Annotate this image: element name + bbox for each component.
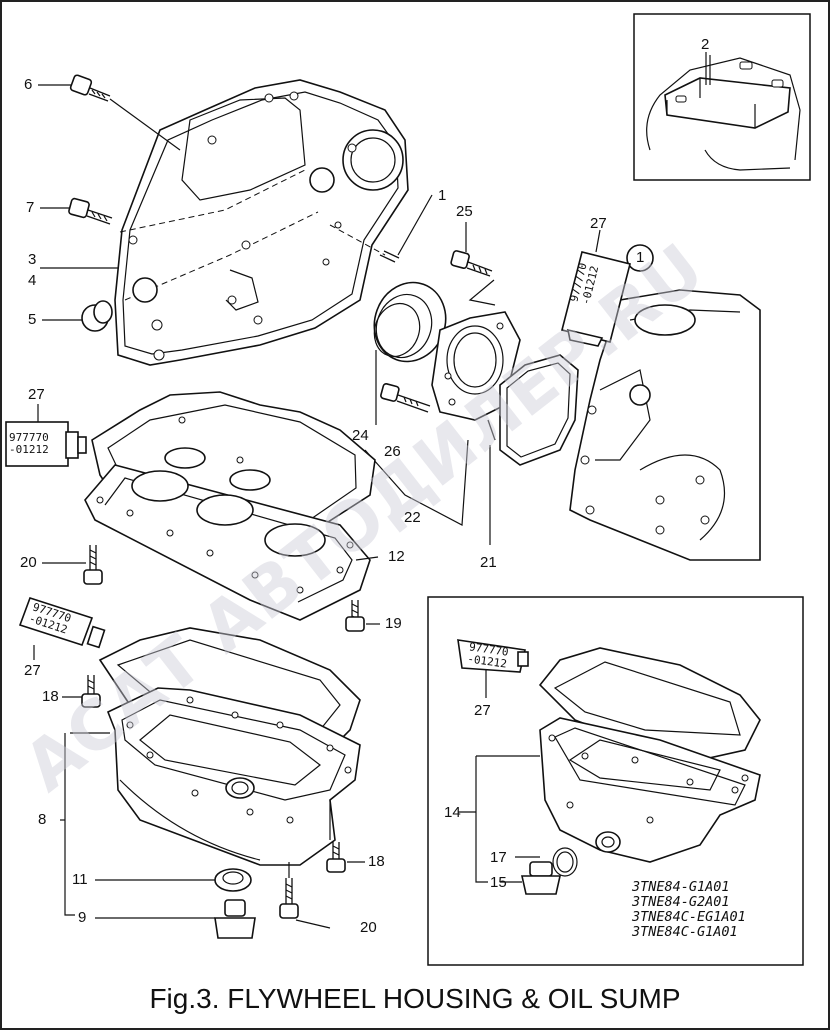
figure-caption: Fig.3. FLYWHEEL HOUSING & OIL SUMP xyxy=(149,983,681,1014)
oil-pan-8 xyxy=(60,627,361,916)
part-label-11: 11 xyxy=(72,871,88,888)
bolt-18-left xyxy=(81,675,101,708)
bolt-20-lower xyxy=(279,862,331,929)
part-label-2: 2 xyxy=(701,36,710,53)
part-label-22: 22 xyxy=(404,509,421,526)
part-label-27-top: 27 xyxy=(590,215,607,232)
part-label-26: 26 xyxy=(384,443,401,460)
bolt-19 xyxy=(345,600,380,632)
part-label-27-left: 27 xyxy=(28,386,45,403)
part-label-20-lower: 20 xyxy=(360,919,377,936)
oil-pan-frame-12 xyxy=(84,391,379,621)
inset-box-bottom xyxy=(427,596,804,966)
sealant-tube-mid xyxy=(18,597,106,649)
part-label-25: 25 xyxy=(456,203,473,220)
bolt-25 xyxy=(450,250,496,306)
model-item: 3TNE84C-G1A01 xyxy=(632,924,738,940)
bolt-18-right xyxy=(326,842,365,873)
sealant-tube-left-text: 977770 -01212 xyxy=(9,431,49,456)
part-label-3: 3 xyxy=(28,251,37,268)
washer-11 xyxy=(95,868,252,892)
oil-seal-case-22 xyxy=(364,311,521,526)
part-label-14: 14 xyxy=(444,804,461,821)
part-label-17: 17 xyxy=(490,849,507,866)
model-item: 3TNE84-G2A01 xyxy=(632,894,730,910)
part-label-6: 6 xyxy=(24,76,33,93)
oil-seal-24 xyxy=(373,281,447,425)
bolt-7 xyxy=(68,197,113,225)
part-label-20-upper: 20 xyxy=(20,554,37,571)
part-label-15: 15 xyxy=(490,874,507,891)
part-label-8: 8 xyxy=(38,811,47,828)
leader-lines xyxy=(33,52,707,813)
bolt-26 xyxy=(380,383,431,413)
gasket-21 xyxy=(487,354,579,545)
part-label-7: 7 xyxy=(26,199,35,216)
part-label-1-circled: 1 xyxy=(636,249,645,266)
part-label-19: 19 xyxy=(385,615,402,632)
flywheel-housing xyxy=(114,79,409,366)
part-label-27-inset: 27 xyxy=(474,702,491,719)
model-list: 3TNE84-G1A01 3TNE84-G2A01 3TNE84C-EG1A01… xyxy=(632,880,746,940)
drain-plug-9 xyxy=(95,899,256,939)
part-label-9: 9 xyxy=(78,909,87,926)
dowel-pin-1 xyxy=(329,194,433,263)
model-item: 3TNE84C-EG1A01 xyxy=(632,909,746,925)
part-label-1: 1 xyxy=(438,187,447,204)
inset-box-top xyxy=(633,13,811,181)
part-label-5: 5 xyxy=(28,311,37,328)
plug-5 xyxy=(81,300,113,332)
part-label-27-mid: 27 xyxy=(24,662,41,679)
part-label-21: 21 xyxy=(480,554,497,571)
cylinder-block xyxy=(569,244,761,561)
model-item: 3TNE84-G1A01 xyxy=(632,879,730,895)
part-label-18-left: 18 xyxy=(42,688,59,705)
bolt-20-upper xyxy=(83,545,103,585)
sealant-tube-left xyxy=(5,404,87,467)
part-label-24: 24 xyxy=(352,427,369,444)
part-label-12: 12 xyxy=(388,548,405,565)
bolt-6 xyxy=(69,74,181,151)
part-label-4: 4 xyxy=(28,272,37,289)
part-label-18-right: 18 xyxy=(368,853,385,870)
sealant-tube-top xyxy=(561,229,631,347)
